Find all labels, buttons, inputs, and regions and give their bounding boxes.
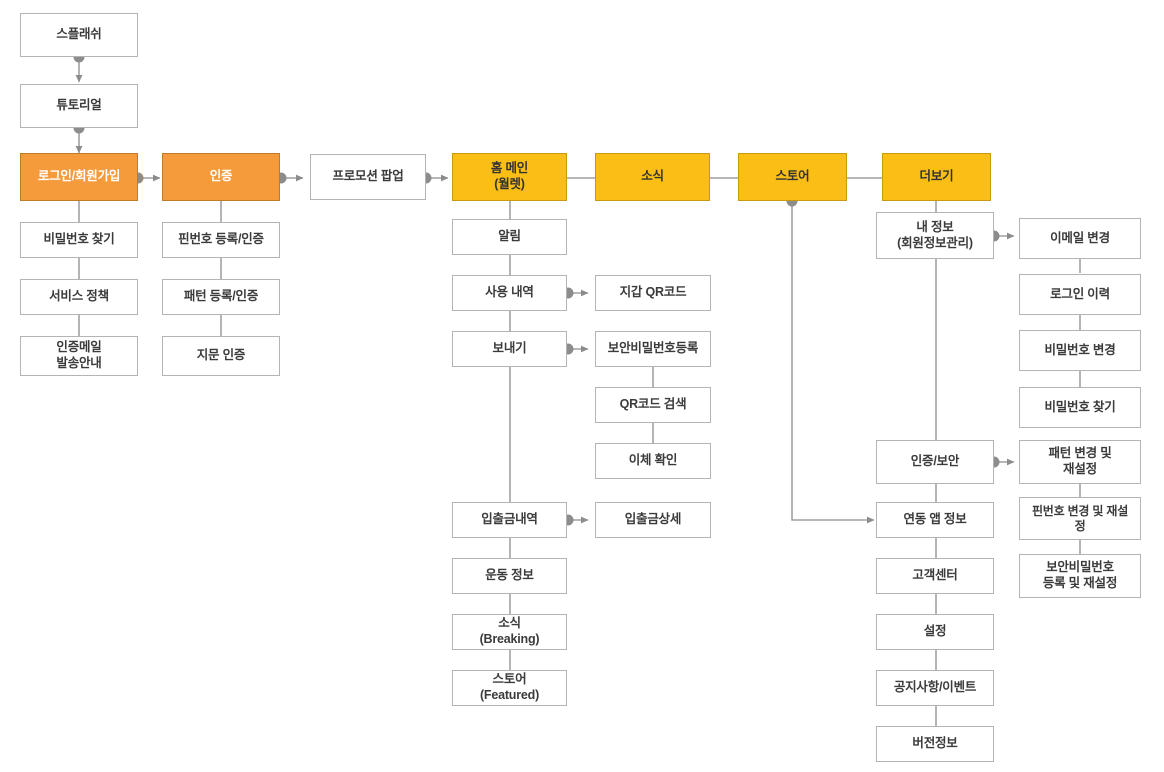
node-security-password-register[interactable]: 보안비밀번호등록 <box>595 331 711 367</box>
node-promotion-popup-label: 프로모션 팝업 <box>332 169 404 184</box>
node-send[interactable]: 보내기 <box>452 331 567 367</box>
node-change-password-label: 비밀번호 변경 <box>1044 342 1116 357</box>
node-find-password-2[interactable]: 비밀번호 찾기 <box>1019 387 1141 428</box>
node-auth[interactable]: 인증 <box>162 153 280 201</box>
node-customer-center[interactable]: 고객센터 <box>876 558 994 594</box>
node-notice-event[interactable]: 공지사항/이벤트 <box>876 670 994 706</box>
node-wallet-qr[interactable]: 지갑 QR코드 <box>595 275 711 311</box>
node-transfer-confirm[interactable]: 이체 확인 <box>595 443 711 479</box>
node-notification-label: 알림 <box>498 229 521 244</box>
node-linked-app-info[interactable]: 연동 앱 정보 <box>876 502 994 538</box>
node-more-label: 더보기 <box>919 169 954 184</box>
node-change-email-label: 이메일 변경 <box>1050 230 1110 245</box>
node-store-featured[interactable]: 스토어 (Featured) <box>452 670 567 706</box>
node-service-policy-label: 서비스 정책 <box>49 289 109 304</box>
node-auth-mail-notice[interactable]: 인증메일 발송안내 <box>20 336 138 376</box>
node-qr-search-label: QR코드 검색 <box>619 397 687 412</box>
node-login-signup-label: 로그인/회원가입 <box>37 169 121 184</box>
node-qr-search[interactable]: QR코드 검색 <box>595 387 711 423</box>
node-store[interactable]: 스토어 <box>738 153 847 201</box>
node-find-password-2-label: 비밀번호 찾기 <box>1044 399 1116 414</box>
node-change-email[interactable]: 이메일 변경 <box>1019 218 1141 259</box>
node-home-main[interactable]: 홈 메인 (월렛) <box>452 153 567 201</box>
node-pattern-register-label: 패턴 등록/인증 <box>183 289 259 304</box>
node-deposit-history-label: 입출금내역 <box>481 512 538 527</box>
node-fingerprint-auth[interactable]: 지문 인증 <box>162 336 280 376</box>
node-version-info-label: 버전정보 <box>912 736 958 751</box>
node-deposit-detail[interactable]: 입출금상세 <box>595 502 711 538</box>
node-auth-security[interactable]: 인증/보안 <box>876 440 994 484</box>
node-settings-label: 설정 <box>923 624 947 639</box>
node-linked-app-info-label: 연동 앱 정보 <box>903 512 967 527</box>
node-pin-change-reset-label: 핀번호 변경 및 재설 정 <box>1031 503 1129 533</box>
node-splash-label: 스플래쉬 <box>56 27 102 42</box>
node-send-label: 보내기 <box>492 341 527 356</box>
node-tutorial[interactable]: 튜토리얼 <box>20 84 138 128</box>
node-change-password[interactable]: 비밀번호 변경 <box>1019 330 1141 371</box>
node-home-main-label: 홈 메인 (월렛) <box>490 161 529 191</box>
node-find-password-label: 비밀번호 찾기 <box>43 232 115 247</box>
node-security-password-reset-label: 보안비밀번호 등록 및 재설정 <box>1042 560 1118 590</box>
node-deposit-detail-label: 입출금상세 <box>624 512 682 527</box>
node-my-info-label: 내 정보 (회원정보관리) <box>897 219 973 250</box>
node-login-history-label: 로그인 이력 <box>1050 286 1110 301</box>
node-login-history[interactable]: 로그인 이력 <box>1019 274 1141 315</box>
node-security-password-reset[interactable]: 보안비밀번호 등록 및 재설정 <box>1019 554 1141 598</box>
node-notification[interactable]: 알림 <box>452 219 567 255</box>
node-my-info[interactable]: 내 정보 (회원정보관리) <box>876 212 994 259</box>
node-tutorial-label: 튜토리얼 <box>56 98 102 113</box>
node-version-info[interactable]: 버전정보 <box>876 726 994 762</box>
node-store-featured-label: 스토어 (Featured) <box>479 672 540 702</box>
node-deposit-history[interactable]: 입출금내역 <box>452 502 567 538</box>
node-pin-change-reset[interactable]: 핀번호 변경 및 재설 정 <box>1019 497 1141 540</box>
node-news[interactable]: 소식 <box>595 153 710 201</box>
node-transfer-confirm-label: 이체 확인 <box>628 453 678 468</box>
node-notice-event-label: 공지사항/이벤트 <box>893 680 977 695</box>
node-auth-label: 인증 <box>209 169 233 184</box>
node-service-policy[interactable]: 서비스 정책 <box>20 279 138 315</box>
node-login-signup[interactable]: 로그인/회원가입 <box>20 153 138 201</box>
node-pattern-register[interactable]: 패턴 등록/인증 <box>162 279 280 315</box>
node-fingerprint-auth-label: 지문 인증 <box>196 348 246 363</box>
node-settings[interactable]: 설정 <box>876 614 994 650</box>
node-usage-history[interactable]: 사용 내역 <box>452 275 567 311</box>
node-exercise-info-label: 운동 정보 <box>485 568 534 583</box>
node-store-label: 스토어 <box>775 169 810 184</box>
node-news-breaking-label: 소식 (Breaking) <box>479 616 540 646</box>
node-news-breaking[interactable]: 소식 (Breaking) <box>452 614 567 650</box>
node-auth-security-label: 인증/보안 <box>910 454 960 469</box>
node-wallet-qr-label: 지갑 QR코드 <box>619 285 687 300</box>
node-security-password-register-label: 보안비밀번호등록 <box>607 341 699 356</box>
node-pin-register-label: 핀번호 등록/인증 <box>178 232 264 247</box>
node-pattern-change-reset-label: 패턴 변경 및 재설정 <box>1048 446 1112 476</box>
node-pin-register[interactable]: 핀번호 등록/인증 <box>162 222 280 258</box>
node-customer-center-label: 고객센터 <box>912 568 958 583</box>
node-exercise-info[interactable]: 운동 정보 <box>452 558 567 594</box>
node-promotion-popup[interactable]: 프로모션 팝업 <box>310 154 426 200</box>
node-auth-mail-notice-label: 인증메일 발송안내 <box>56 340 102 370</box>
node-more[interactable]: 더보기 <box>882 153 991 201</box>
node-news-label: 소식 <box>641 169 664 184</box>
node-splash[interactable]: 스플래쉬 <box>20 13 138 57</box>
node-usage-history-label: 사용 내역 <box>485 285 534 300</box>
node-find-password[interactable]: 비밀번호 찾기 <box>20 222 138 258</box>
node-pattern-change-reset[interactable]: 패턴 변경 및 재설정 <box>1019 440 1141 484</box>
